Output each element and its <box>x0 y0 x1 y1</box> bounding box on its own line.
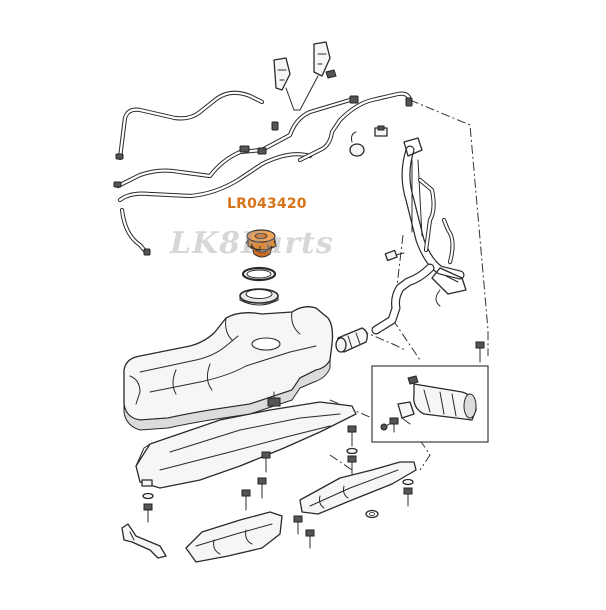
connecting-hose <box>335 327 368 353</box>
fuel-tank <box>123 306 334 431</box>
part-number-callout[interactable]: LR043420 <box>227 196 307 212</box>
filler-neck <box>371 137 467 335</box>
fuel-lines <box>113 90 413 256</box>
tank-shield <box>135 391 357 489</box>
lock-ring-icon[interactable] <box>245 229 277 258</box>
front-shield <box>185 511 283 563</box>
watermark-text: LK8Parts <box>170 226 334 261</box>
evap-canister-module <box>371 365 489 443</box>
rear-shield <box>299 461 417 515</box>
fasteners <box>142 341 485 549</box>
filler-fittings <box>349 125 388 157</box>
mounting-bracket <box>121 523 167 559</box>
pump-seal <box>239 266 279 306</box>
line-brackets <box>273 41 337 111</box>
